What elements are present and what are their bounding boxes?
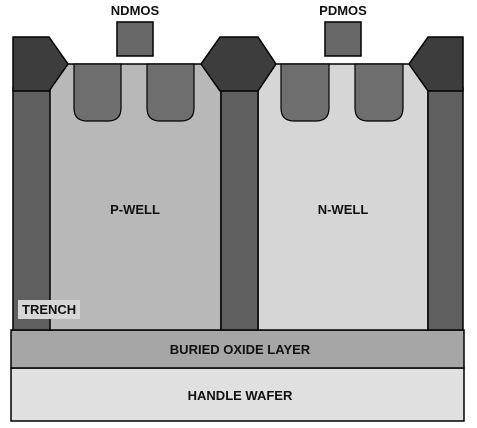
- pdmos-right-pocket: [354, 63, 404, 122]
- trench-cap-right: [408, 36, 464, 92]
- trench-label: TRENCH: [22, 302, 76, 317]
- buried-oxide-label: BURIED OXIDE LAYER: [170, 342, 311, 357]
- pdmos-label: PDMOS: [319, 3, 367, 18]
- trench-left: [12, 87, 51, 331]
- ndmos-right-pocket: [146, 63, 195, 122]
- trench-label-bg: [18, 300, 80, 319]
- buried-oxide-layer: [10, 329, 465, 369]
- handle-wafer: [10, 367, 465, 422]
- handle-wafer-label: HANDLE WAFER: [188, 388, 293, 403]
- trench-cap-middle: [200, 36, 277, 92]
- ndmos-gate: [116, 21, 154, 57]
- trench-cap-left: [12, 36, 69, 92]
- pdmos-left-pocket: [280, 63, 330, 122]
- pdmos-gate: [324, 21, 362, 57]
- p-well-label: P-WELL: [110, 202, 160, 217]
- ndmos-left-pocket: [73, 63, 122, 122]
- n-well-label: N-WELL: [318, 202, 369, 217]
- trench-middle: [220, 87, 259, 331]
- trench-right: [427, 87, 464, 331]
- ndmos-label: NDMOS: [111, 3, 160, 18]
